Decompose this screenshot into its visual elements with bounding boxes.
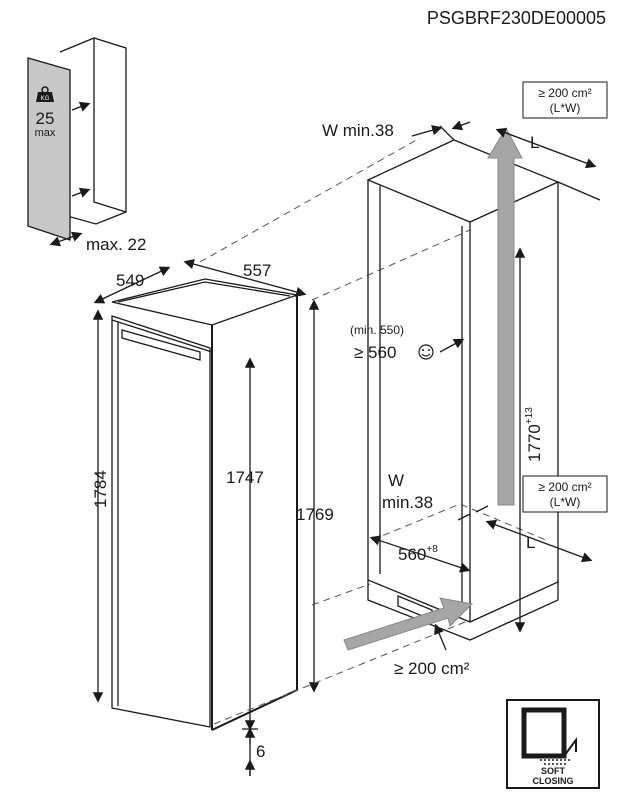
soft-closing-icon: SOFT CLOSING [506,699,600,789]
door-height-label: 1747 [226,468,264,487]
rear-vent-formula: (L*W) [550,495,581,509]
soft-closing-line1: SOFT [541,766,566,776]
weight-unit: KG [41,96,50,102]
door-thickness-label: max. 22 [86,235,146,254]
bottom-gap-label: 6 [256,742,265,761]
niche-dimensions: W min.38 L ≥ 200 cm² (L*W) (min. 550) ≥ … [322,81,608,678]
appliance-depth-label: 549 [116,271,144,290]
rear-vent-box [522,475,608,513]
niche-drawing [366,125,601,641]
door-load-value: 25 [36,109,55,128]
door-panel [27,57,71,241]
rear-vent-area: ≥ 200 cm² [538,480,591,494]
top-vent-area: ≥ 200 cm² [538,86,591,100]
appliance-drawing [111,278,300,731]
l-label-bottom: L [526,533,535,552]
appliance-width-label: 557 [243,261,271,280]
top-gap-label: W min.38 [322,121,394,140]
smiley-icon [418,344,434,360]
airflow-in-arrow [343,597,474,651]
body-height-label: 1769 [296,505,334,524]
soft-closing-line2: CLOSING [532,776,573,786]
door-load-suffix: max [35,127,56,139]
total-height-label: 1784 [91,470,110,508]
rear-gap-w-label: W [388,471,404,490]
appliance-dimensions: 549 557 1784 1747 1769 6 [91,259,334,776]
projection-lines [199,137,471,725]
rec-depth-label: ≥ 560 [354,343,396,362]
bottom-vent-label: ≥ 200 cm² [394,659,470,678]
rear-gap-value-label: min.38 [382,493,433,512]
top-vent-box [522,81,608,119]
door-load-inset: KG 25 max max. 22 [27,37,146,254]
niche-height-label: 1770+13 [524,407,544,462]
min-depth-label: (min. 550) [350,323,404,337]
weight-icon [36,86,54,102]
airflow-up-arrow [487,126,523,506]
niche-width-label: 560+8 [398,544,438,564]
product-code: PSGBRF230DE00005 [427,8,606,28]
top-vent-formula: (L*W) [550,101,581,115]
l-label-top: L [530,133,539,152]
